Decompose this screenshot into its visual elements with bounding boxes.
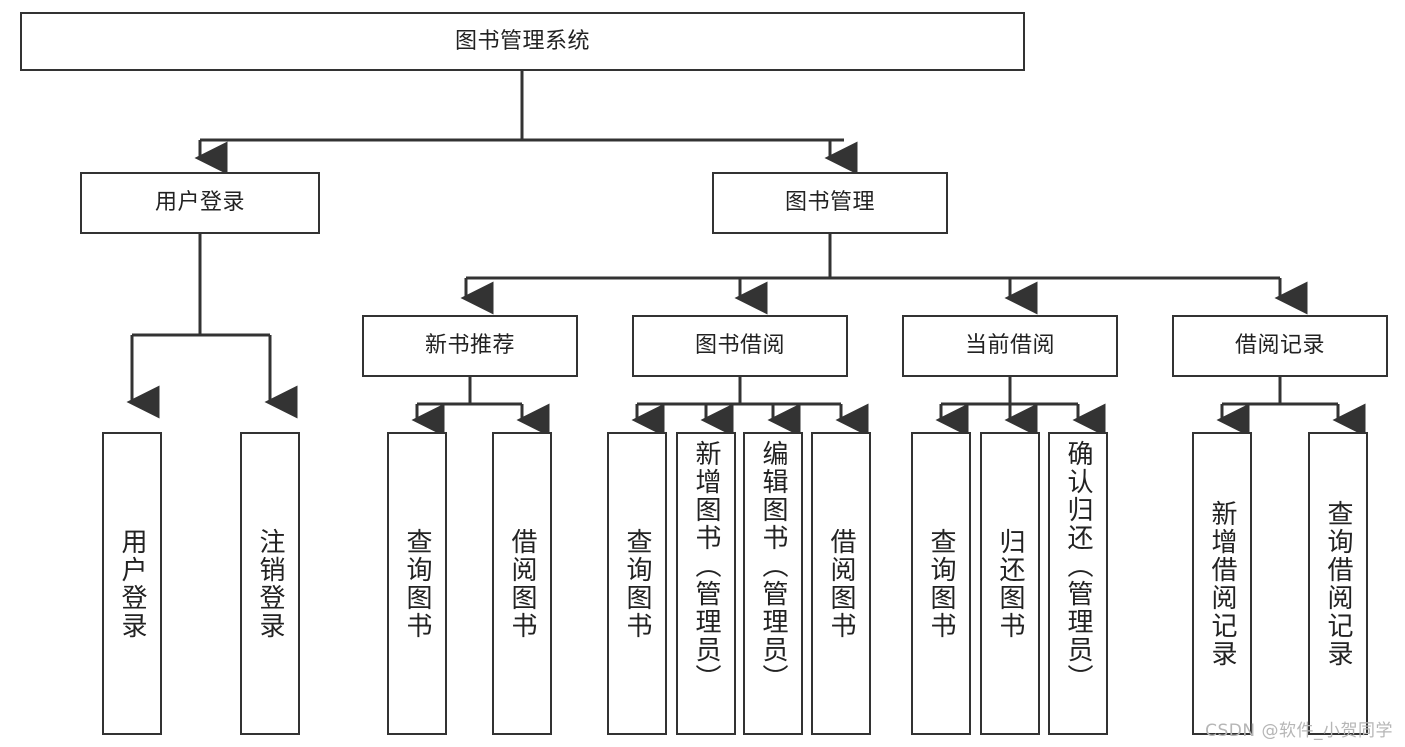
node-label: 当前借阅 xyxy=(964,333,1055,359)
node-label: 图书借阅 xyxy=(694,333,785,359)
node-root-library-management-system[interactable]: 图书管理系统 xyxy=(20,12,1025,71)
node-label: 查询图书 xyxy=(402,527,432,640)
leaf-logout[interactable]: 注销登录 xyxy=(240,432,300,735)
leaf-confirm-return-admin[interactable]: 确认归还（管理员） xyxy=(1048,432,1108,735)
node-label: 借阅记录 xyxy=(1234,333,1325,359)
node-book-borrow[interactable]: 图书借阅 xyxy=(632,315,848,377)
node-current-borrow[interactable]: 当前借阅 xyxy=(902,315,1118,377)
node-borrow-records[interactable]: 借阅记录 xyxy=(1172,315,1388,377)
node-user-login[interactable]: 用户登录 xyxy=(80,172,320,234)
node-label: 借阅图书 xyxy=(507,527,537,640)
node-label: 新书推荐 xyxy=(424,333,515,359)
leaf-return-books[interactable]: 归还图书 xyxy=(980,432,1040,735)
leaf-borrow-books-recommend[interactable]: 借阅图书 xyxy=(492,432,552,735)
node-label: 用户登录 xyxy=(154,190,245,216)
node-label: 借阅图书 xyxy=(826,527,856,640)
leaf-edit-book-admin[interactable]: 编辑图书（管理员） xyxy=(743,432,803,735)
node-new-book-recommend[interactable]: 新书推荐 xyxy=(362,315,578,377)
node-label: 新增图书（管理员） xyxy=(691,440,721,692)
node-label: 确认归还（管理员） xyxy=(1063,440,1093,692)
node-label: 用户登录 xyxy=(117,527,147,640)
leaf-add-book-admin[interactable]: 新增图书（管理员） xyxy=(676,432,736,735)
node-label: 查询图书 xyxy=(622,527,652,640)
leaf-user-login[interactable]: 用户登录 xyxy=(102,432,162,735)
node-label: 查询图书 xyxy=(926,527,956,640)
node-label: 新增借阅记录 xyxy=(1207,499,1237,668)
node-book-management[interactable]: 图书管理 xyxy=(712,172,948,234)
node-label: 图书管理 xyxy=(784,190,875,216)
watermark: CSDN @软件_小贺同学 xyxy=(1205,721,1393,741)
leaf-query-books-current[interactable]: 查询图书 xyxy=(911,432,971,735)
leaf-query-borrow-record[interactable]: 查询借阅记录 xyxy=(1308,432,1368,735)
leaf-query-books-recommend[interactable]: 查询图书 xyxy=(387,432,447,735)
node-label: 归还图书 xyxy=(995,527,1025,640)
node-label: 注销登录 xyxy=(255,527,285,640)
leaf-borrow-books[interactable]: 借阅图书 xyxy=(811,432,871,735)
leaf-query-books-borrow[interactable]: 查询图书 xyxy=(607,432,667,735)
leaf-add-borrow-record[interactable]: 新增借阅记录 xyxy=(1192,432,1252,735)
node-label: 查询借阅记录 xyxy=(1323,499,1353,668)
node-label: 图书管理系统 xyxy=(454,28,590,54)
node-label: 编辑图书（管理员） xyxy=(758,440,788,692)
